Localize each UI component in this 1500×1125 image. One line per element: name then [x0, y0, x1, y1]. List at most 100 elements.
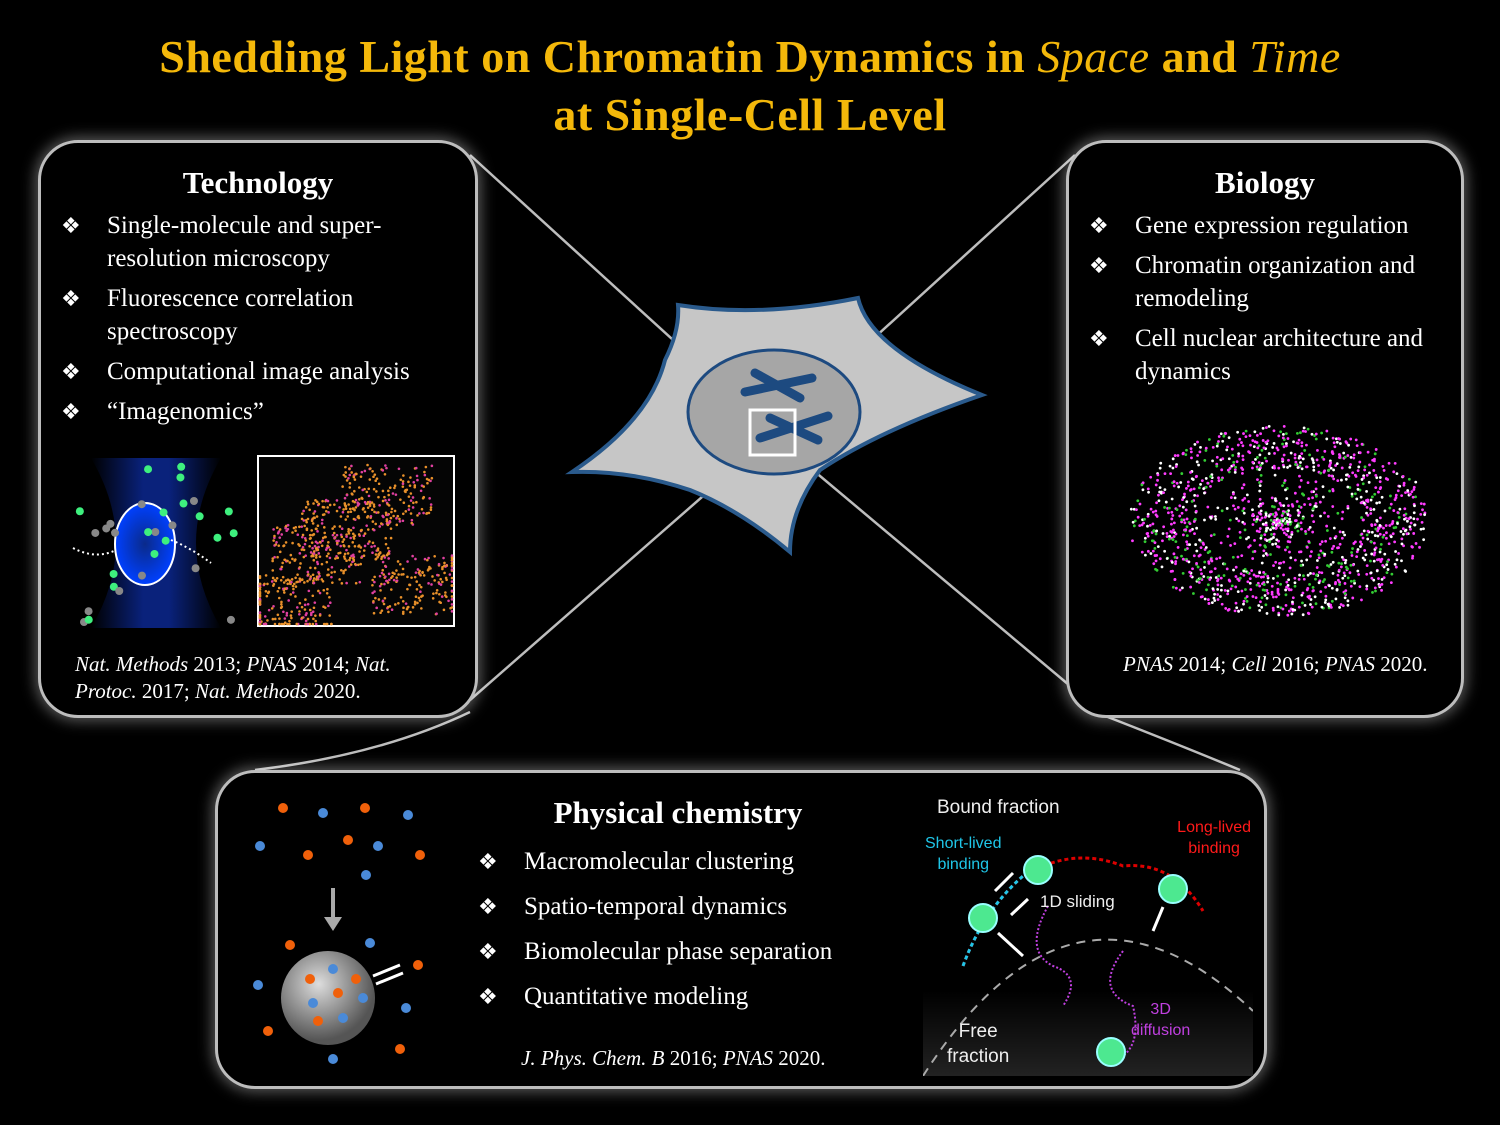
chromatin-dot: [1297, 605, 1301, 609]
localization-dot: [335, 539, 339, 543]
chromatin-dot: [1389, 494, 1392, 498]
chromatin-dot: [1181, 451, 1185, 455]
chromatin-dot: [1170, 560, 1174, 564]
chromatin-dot: [1398, 507, 1402, 511]
molecule-dot: [224, 507, 233, 516]
chromatin-dot: [1400, 494, 1404, 498]
molecule-dot: [161, 536, 170, 545]
chromatin-dot: [1199, 568, 1203, 572]
chromatin-dot: [1163, 549, 1167, 553]
chromatin-dot: [1158, 486, 1162, 490]
chromatin-dot: [1370, 552, 1374, 556]
localization-dot: [323, 531, 326, 535]
chromatin-dot: [1378, 532, 1382, 536]
localization-dot: [344, 507, 348, 510]
chromatin-dot: [1221, 457, 1225, 461]
chromatin-dot: [1300, 593, 1304, 597]
chromatin-dot: [1237, 452, 1241, 456]
localization-dot: [342, 544, 346, 548]
localization-dot: [298, 552, 302, 555]
localization-dot: [341, 540, 345, 544]
chromatin-dot: [1364, 553, 1368, 557]
localization-dot: [271, 557, 275, 560]
chromatin-dot: [1321, 495, 1325, 499]
chromatin-dot: [1242, 483, 1246, 487]
chromatin-dot: [1295, 524, 1299, 527]
chromatin-dot: [1382, 469, 1386, 472]
localization-dot: [317, 552, 321, 555]
chromatin-dot: [1370, 523, 1374, 527]
chromatin-dot: [1302, 426, 1306, 430]
localization-dot: [285, 614, 289, 617]
chromatin-dot: [1155, 501, 1158, 505]
list-item: ❖Spatio-temporal dynamics: [458, 890, 898, 923]
localization-dot: [280, 533, 283, 536]
chromatin-dot: [1411, 495, 1415, 499]
localization-dot: [357, 533, 361, 536]
molecule-dot: [213, 533, 222, 542]
chromatin-dot: [1351, 471, 1355, 475]
chromatin-dot: [1258, 543, 1262, 547]
localization-dot: [407, 605, 410, 609]
localization-dot: [381, 599, 385, 603]
localization-dot: [290, 616, 293, 620]
localization-dot: [284, 579, 288, 582]
chromatin-dot: [1209, 516, 1213, 519]
localization-dot: [333, 570, 336, 574]
chromatin-dot: [1352, 579, 1356, 583]
chromatin-dot: [1181, 557, 1185, 561]
chromatin-dot: [1140, 550, 1144, 554]
molecule-dot: [305, 974, 315, 984]
localization-dot: [324, 509, 328, 513]
chromatin-dot: [1267, 424, 1271, 428]
chromatin-dot: [1235, 460, 1239, 463]
chromatin-dot: [1249, 588, 1253, 591]
chromatin-dot: [1151, 522, 1155, 526]
localization-dot: [314, 499, 317, 502]
localization-dot: [290, 578, 294, 581]
molecule-dot: [328, 964, 338, 974]
localization-dot: [359, 475, 363, 478]
biology-heading: Biology: [1215, 165, 1315, 200]
chromatin-dot: [1301, 601, 1304, 605]
chromatin-dot: [1263, 544, 1267, 548]
chromatin-dot: [1283, 479, 1287, 482]
localization-dot: [443, 561, 446, 565]
localization-dot: [279, 578, 283, 582]
molecule-dot: [361, 870, 371, 880]
chromatin-dot: [1285, 510, 1289, 514]
chromatin-dot: [1256, 515, 1259, 519]
localization-dot: [443, 594, 447, 597]
chromatin-dot: [1403, 569, 1407, 573]
localization-dot: [380, 522, 383, 525]
localization-dot: [450, 561, 454, 565]
chromatin-dot: [1284, 548, 1287, 552]
localization-dot: [397, 573, 400, 576]
chromatin-dot: [1338, 454, 1342, 458]
chromatin-dot: [1328, 537, 1332, 540]
chromatin-dot: [1349, 437, 1353, 441]
localization-dot: [277, 586, 281, 590]
chromatin-dot: [1246, 571, 1250, 575]
chromatin-dot: [1385, 571, 1389, 575]
chromatin-dot: [1365, 473, 1369, 477]
localization-dot: [318, 574, 321, 578]
chromatin-dot: [1263, 456, 1267, 460]
localization-dot: [416, 568, 420, 571]
chromatin-dot: [1176, 454, 1180, 457]
localization-dot: [371, 591, 374, 595]
chromatin-dot: [1277, 524, 1280, 527]
chromatin-dot: [1202, 575, 1206, 578]
chromatin-dot: [1355, 497, 1359, 501]
chromatin-dot: [1360, 532, 1364, 536]
localization-dot: [373, 510, 376, 514]
chromatin-dot: [1266, 574, 1270, 578]
chromatin-dot: [1242, 599, 1246, 603]
chromatin-dot: [1284, 593, 1288, 597]
localization-dot: [271, 559, 274, 563]
ref-year: 2020.: [1375, 652, 1428, 676]
localization-dot: [338, 506, 341, 509]
chromatin-dot: [1411, 545, 1414, 549]
chromatin-dot: [1392, 509, 1396, 512]
molecule-dot: [226, 615, 235, 624]
